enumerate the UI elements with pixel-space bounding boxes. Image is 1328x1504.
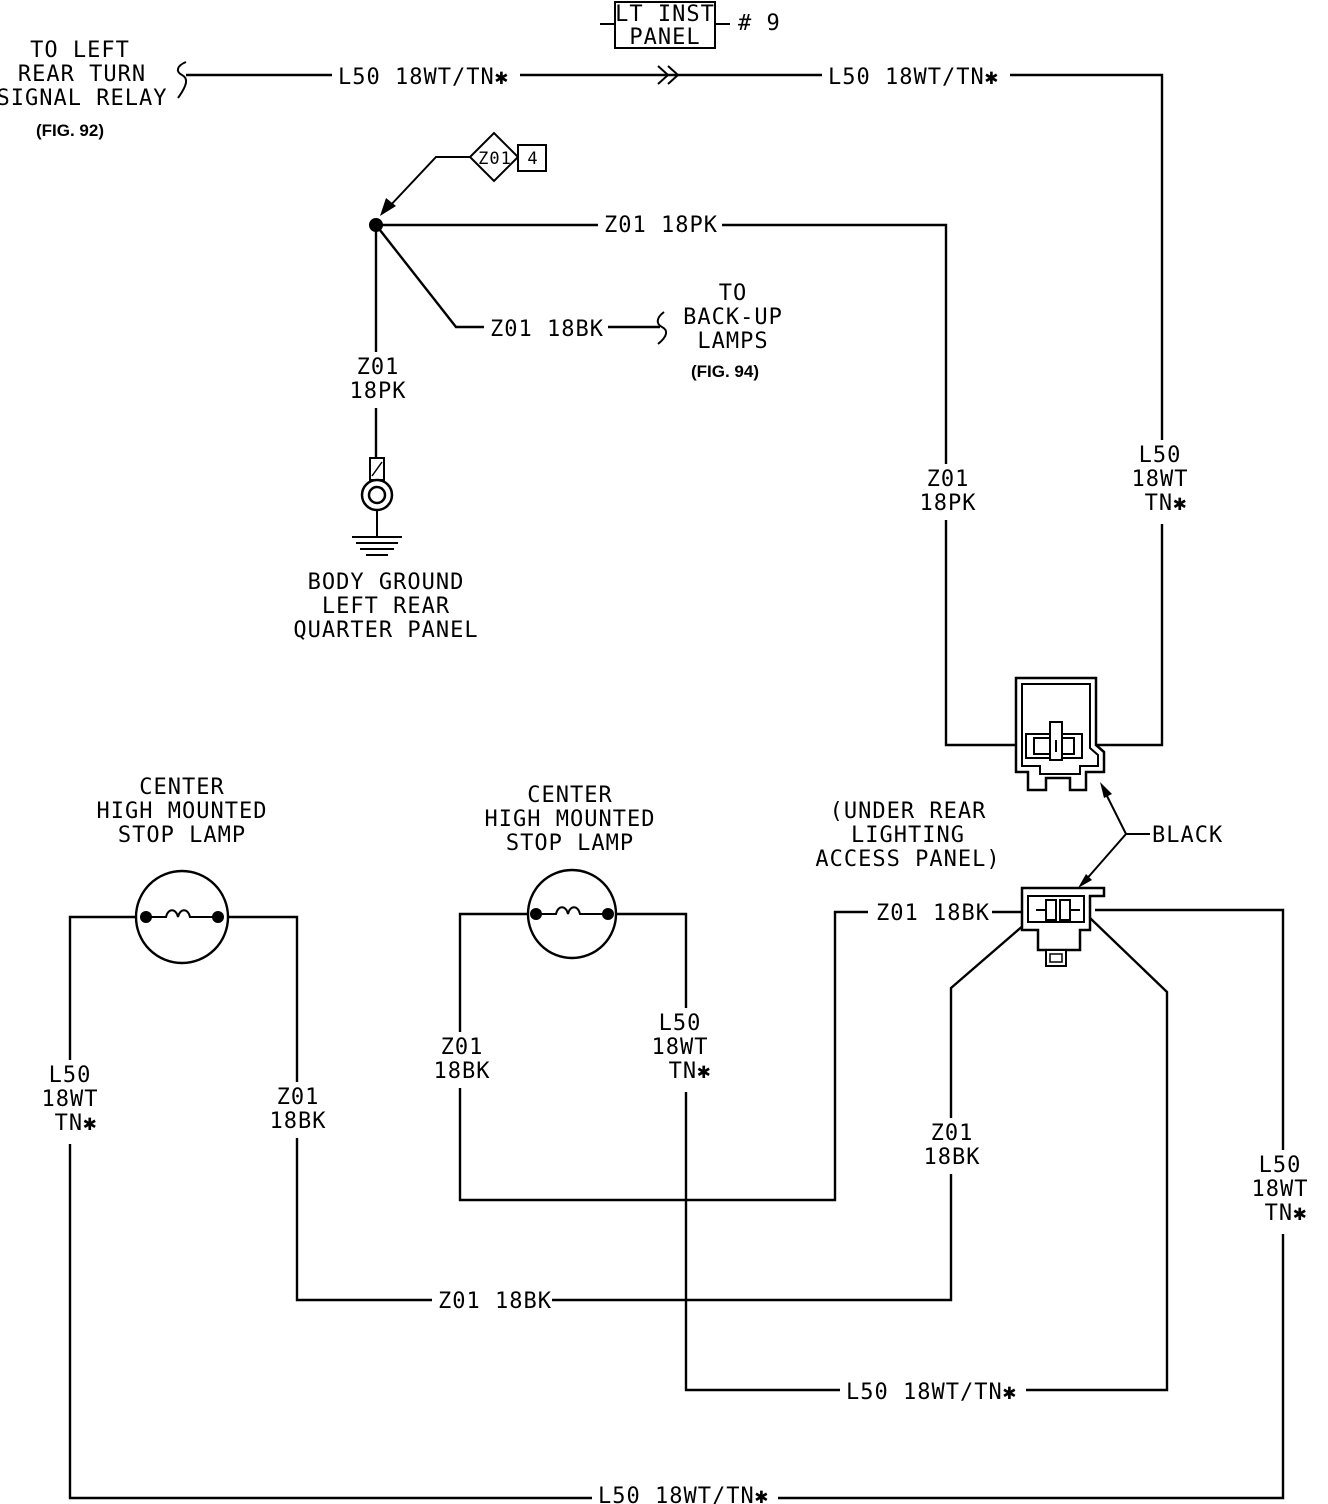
svg-text:SIGNAL RELAY: SIGNAL RELAY <box>0 86 167 111</box>
lower-connector <box>1020 886 1106 967</box>
svg-text:Z01: Z01 <box>357 355 400 380</box>
bottom-z01-label: Z01 18BK <box>438 1289 552 1314</box>
conn-z01-bk-label: Z01 18BK <box>876 901 990 926</box>
break-symbol-backup <box>656 311 668 345</box>
lamp1-bulb-icon <box>134 869 230 965</box>
svg-text:ACCESS PANEL): ACCESS PANEL) <box>815 847 1000 872</box>
connector-location-note: (UNDER REAR LIGHTING ACCESS PANEL) <box>815 799 1000 872</box>
svg-text:4: 4 <box>527 149 538 169</box>
svg-text:18BK: 18BK <box>434 1059 491 1084</box>
svg-text:LT INST: LT INST <box>615 2 715 27</box>
wire-l50-top <box>186 73 1164 747</box>
lt-inst-panel: LT INST PANEL # 9 <box>600 1 781 50</box>
wire-lamp1-z01 <box>218 915 1033 1302</box>
wire-z01-bk-backup <box>375 224 660 329</box>
svg-text:QUARTER PANEL: QUARTER PANEL <box>293 618 478 643</box>
svg-text:L50: L50 <box>1139 443 1182 468</box>
svg-text:BLACK: BLACK <box>1152 823 1223 848</box>
svg-text:TO: TO <box>719 281 748 306</box>
svg-text:TN✱: TN✱ <box>1145 491 1188 516</box>
splice-z01: Z01 4 <box>380 131 547 216</box>
lamp1-left-wire-label: L50 18WT TN✱ <box>42 1063 99 1136</box>
svg-text:18WT: 18WT <box>652 1035 709 1060</box>
svg-text:TO LEFT: TO LEFT <box>30 38 130 63</box>
svg-text:LAMPS: LAMPS <box>697 329 768 354</box>
svg-text:REAR TURN: REAR TURN <box>18 62 146 87</box>
lamp1-label: CENTER HIGH MOUNTED STOP LAMP <box>97 775 268 848</box>
svg-text:BACK-UP: BACK-UP <box>683 305 783 330</box>
svg-text:HIGH MOUNTED: HIGH MOUNTED <box>485 807 656 832</box>
ground-eyelet-icon <box>360 457 394 537</box>
svg-text:CENTER: CENTER <box>527 783 612 808</box>
svg-text:18WT: 18WT <box>42 1087 99 1112</box>
svg-text:18WT: 18WT <box>1252 1177 1309 1202</box>
wire-lamp1-l50 <box>68 908 1285 1500</box>
svg-text:18PK: 18PK <box>350 379 407 404</box>
svg-text:STOP LAMP: STOP LAMP <box>118 823 246 848</box>
ground-symbol-icon <box>352 536 402 556</box>
svg-text:CENTER: CENTER <box>139 775 224 800</box>
svg-text:HIGH MOUNTED: HIGH MOUNTED <box>97 799 268 824</box>
z01-pk-top-label: Z01 18PK <box>604 213 718 238</box>
z01-bk-backup-label: Z01 18BK <box>490 317 604 342</box>
upper-connector <box>1014 676 1106 792</box>
conn-l50-vert-label: L50 18WT TN✱ <box>1252 1153 1309 1226</box>
svg-text:Z01: Z01 <box>931 1121 974 1146</box>
lamp2-right-wire-label: L50 18WT TN✱ <box>652 1011 712 1084</box>
lamp1-right-wire-label: Z01 18BK <box>270 1085 327 1134</box>
conn-z01-vert-label: Z01 18BK <box>924 1121 981 1170</box>
lamp2-label: CENTER HIGH MOUNTED STOP LAMP <box>485 783 656 856</box>
svg-text:L50: L50 <box>1259 1153 1302 1178</box>
svg-text:LIGHTING: LIGHTING <box>851 823 965 848</box>
top-wire-left-label: L50 18WT/TN✱ <box>338 65 509 90</box>
splice-dot <box>369 218 383 232</box>
bottom-l50-mid-label: L50 18WT/TN✱ <box>846 1380 1017 1405</box>
svg-text:Z01: Z01 <box>277 1085 320 1110</box>
black-pointer: BLACK <box>1078 782 1223 888</box>
svg-text:(UNDER REAR: (UNDER REAR <box>830 799 987 824</box>
svg-text:# 9: # 9 <box>738 11 781 36</box>
svg-text:Z01: Z01 <box>478 149 512 169</box>
left-relay-label: TO LEFT REAR TURN SIGNAL RELAY (FIG. 92) <box>0 38 167 140</box>
bottom-l50-low-label: L50 18WT/TN✱ <box>598 1484 769 1504</box>
lamp2-bulb-icon <box>526 868 618 960</box>
right-l50-label: L50 18WT TN✱ <box>1132 443 1189 516</box>
inline-connector-symbol <box>657 65 680 85</box>
svg-text:18BK: 18BK <box>270 1109 327 1134</box>
svg-text:TN✱: TN✱ <box>669 1059 712 1084</box>
svg-text:PANEL: PANEL <box>629 25 700 50</box>
svg-text:BODY GROUND: BODY GROUND <box>308 570 465 595</box>
svg-text:L50: L50 <box>659 1011 702 1036</box>
body-ground-label: BODY GROUND LEFT REAR QUARTER PANEL <box>293 570 478 643</box>
svg-text:18BK: 18BK <box>924 1145 981 1170</box>
top-wire-right-label: L50 18WT/TN✱ <box>828 65 999 90</box>
svg-text:L50: L50 <box>49 1063 92 1088</box>
svg-text:LEFT REAR: LEFT REAR <box>322 594 450 619</box>
ground-wire-label: Z01 18PK <box>350 355 407 404</box>
svg-text:18PK: 18PK <box>920 491 977 516</box>
svg-text:STOP LAMP: STOP LAMP <box>506 831 634 856</box>
svg-text:TN✱: TN✱ <box>1265 1201 1308 1226</box>
right-z01-pk-label: Z01 18PK <box>920 467 977 516</box>
svg-text:TN✱: TN✱ <box>55 1111 98 1136</box>
break-symbol-relay <box>176 61 188 99</box>
svg-text:(FIG. 94): (FIG. 94) <box>691 362 759 381</box>
svg-text:Z01: Z01 <box>927 467 970 492</box>
wire-lamp2-z01 <box>458 910 1022 1202</box>
svg-text:(FIG. 92): (FIG. 92) <box>36 121 104 140</box>
lamp2-left-wire-label: Z01 18BK <box>434 1035 491 1084</box>
svg-text:18WT: 18WT <box>1132 467 1189 492</box>
svg-text:Z01: Z01 <box>441 1035 484 1060</box>
backup-lamps-label: TO BACK-UP LAMPS (FIG. 94) <box>683 281 783 381</box>
wire-lamp2-l50 <box>608 912 1169 1392</box>
